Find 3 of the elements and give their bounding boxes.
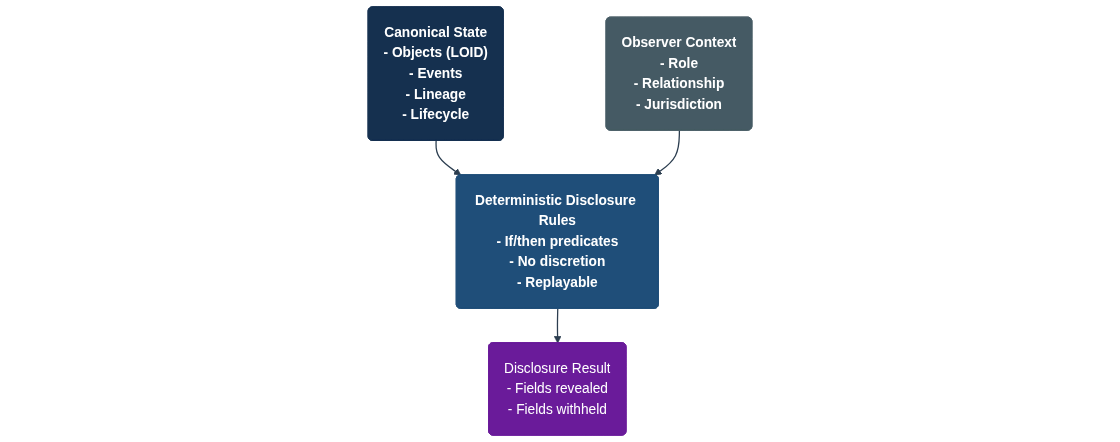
- arrow: [435, 140, 462, 176]
- arrow: [553, 308, 562, 344]
- arrow: [654, 130, 681, 176]
